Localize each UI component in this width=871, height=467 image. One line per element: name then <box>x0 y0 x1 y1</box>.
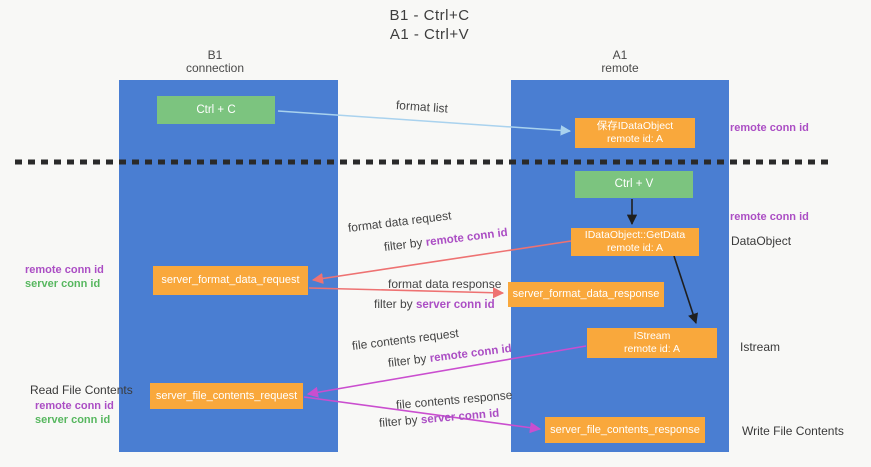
server-format-data-response-box: server_format_data_response <box>508 282 664 307</box>
istream-box: IStream remote id: A <box>587 328 717 358</box>
format-data-request-label: format data request <box>347 208 453 235</box>
left-column-header: B1 connection <box>155 49 275 75</box>
right-column-role: remote <box>601 61 639 75</box>
getdata-line1: IDataObject::GetData <box>584 229 686 241</box>
right-column-name: A1 <box>612 48 628 62</box>
filter-by-text: filter by <box>383 234 427 254</box>
remote-conn-id-keyword: remote conn id <box>429 342 513 365</box>
server-conn-id-keyword: server conn id <box>420 407 500 427</box>
left-column-name: B1 <box>207 48 223 62</box>
server-file-contents-request-label: server_file_contents_request <box>155 389 298 402</box>
format-data-response-label: format data response <box>388 277 502 291</box>
ctrl-v-label: Ctrl + V <box>614 178 654 190</box>
istream-line2: remote id: A <box>623 343 681 355</box>
read-file-contents-label: Read File Contents <box>30 383 133 397</box>
filter-by-text: filter by <box>374 297 417 311</box>
server-format-data-response-label: server_format_data_response <box>512 288 660 300</box>
istream-line1: IStream <box>633 330 671 342</box>
server-format-data-request-box: server_format_data_request <box>153 266 308 295</box>
ctrl-c-box: Ctrl + C <box>157 96 275 124</box>
server-file-contents-response-label: server_file_contents_response <box>550 423 700 436</box>
format-list-label: format list <box>395 98 449 116</box>
getdata-box: IDataObject::GetData remote id: A <box>571 228 699 256</box>
save-dataobject-line1: 保存IDataObject <box>596 120 674 132</box>
remote-conn-id-label-top-right: remote conn id <box>730 122 809 134</box>
istream-side-label: Istream <box>740 340 781 354</box>
filter-by-text: filter by <box>378 412 422 430</box>
filter-by-text: filter by <box>387 350 431 370</box>
server-conn-id-keyword: server conn id <box>416 299 495 311</box>
remote-conn-id-label-left-1: remote conn id <box>25 264 104 276</box>
left-column-role: connection <box>185 61 245 75</box>
ctrl-c-label: Ctrl + C <box>196 103 236 116</box>
save-dataobject-line2: remote id: A <box>606 133 664 145</box>
dataobject-label: DataObject <box>731 234 792 248</box>
server-file-contents-response-box: server_file_contents_response <box>545 417 705 443</box>
server-conn-id-label-left-2: server conn id <box>35 414 111 426</box>
write-file-contents-label: Write File Contents <box>742 424 844 438</box>
ctrl-v-box: Ctrl + V <box>575 171 693 198</box>
server-format-data-request-label: server_format_data_request <box>161 274 300 286</box>
right-column-header: A1 remote <box>560 49 680 75</box>
remote-conn-id-label-mid-right: remote conn id <box>730 211 809 223</box>
save-dataobject-box: 保存IDataObject remote id: A <box>575 118 695 148</box>
remote-conn-id-label-left-2: remote conn id <box>35 400 114 412</box>
diagram-title: B1 - Ctrl+C A1 - Ctrl+V <box>0 6 859 44</box>
title-line-1: B1 - Ctrl+C <box>389 7 470 24</box>
filter-by-remote-conn-id-label-1: filter by remote conn id <box>383 225 508 254</box>
title-line-2: A1 - Ctrl+V <box>389 26 470 43</box>
remote-conn-id-keyword: remote conn id <box>425 226 509 249</box>
server-file-contents-request-box: server_file_contents_request <box>150 383 303 409</box>
server-conn-id-label-left-1: server conn id <box>25 278 101 290</box>
filter-by-server-conn-id-label-1: filter by server conn id <box>374 297 495 311</box>
getdata-line2: remote id: A <box>606 242 664 254</box>
